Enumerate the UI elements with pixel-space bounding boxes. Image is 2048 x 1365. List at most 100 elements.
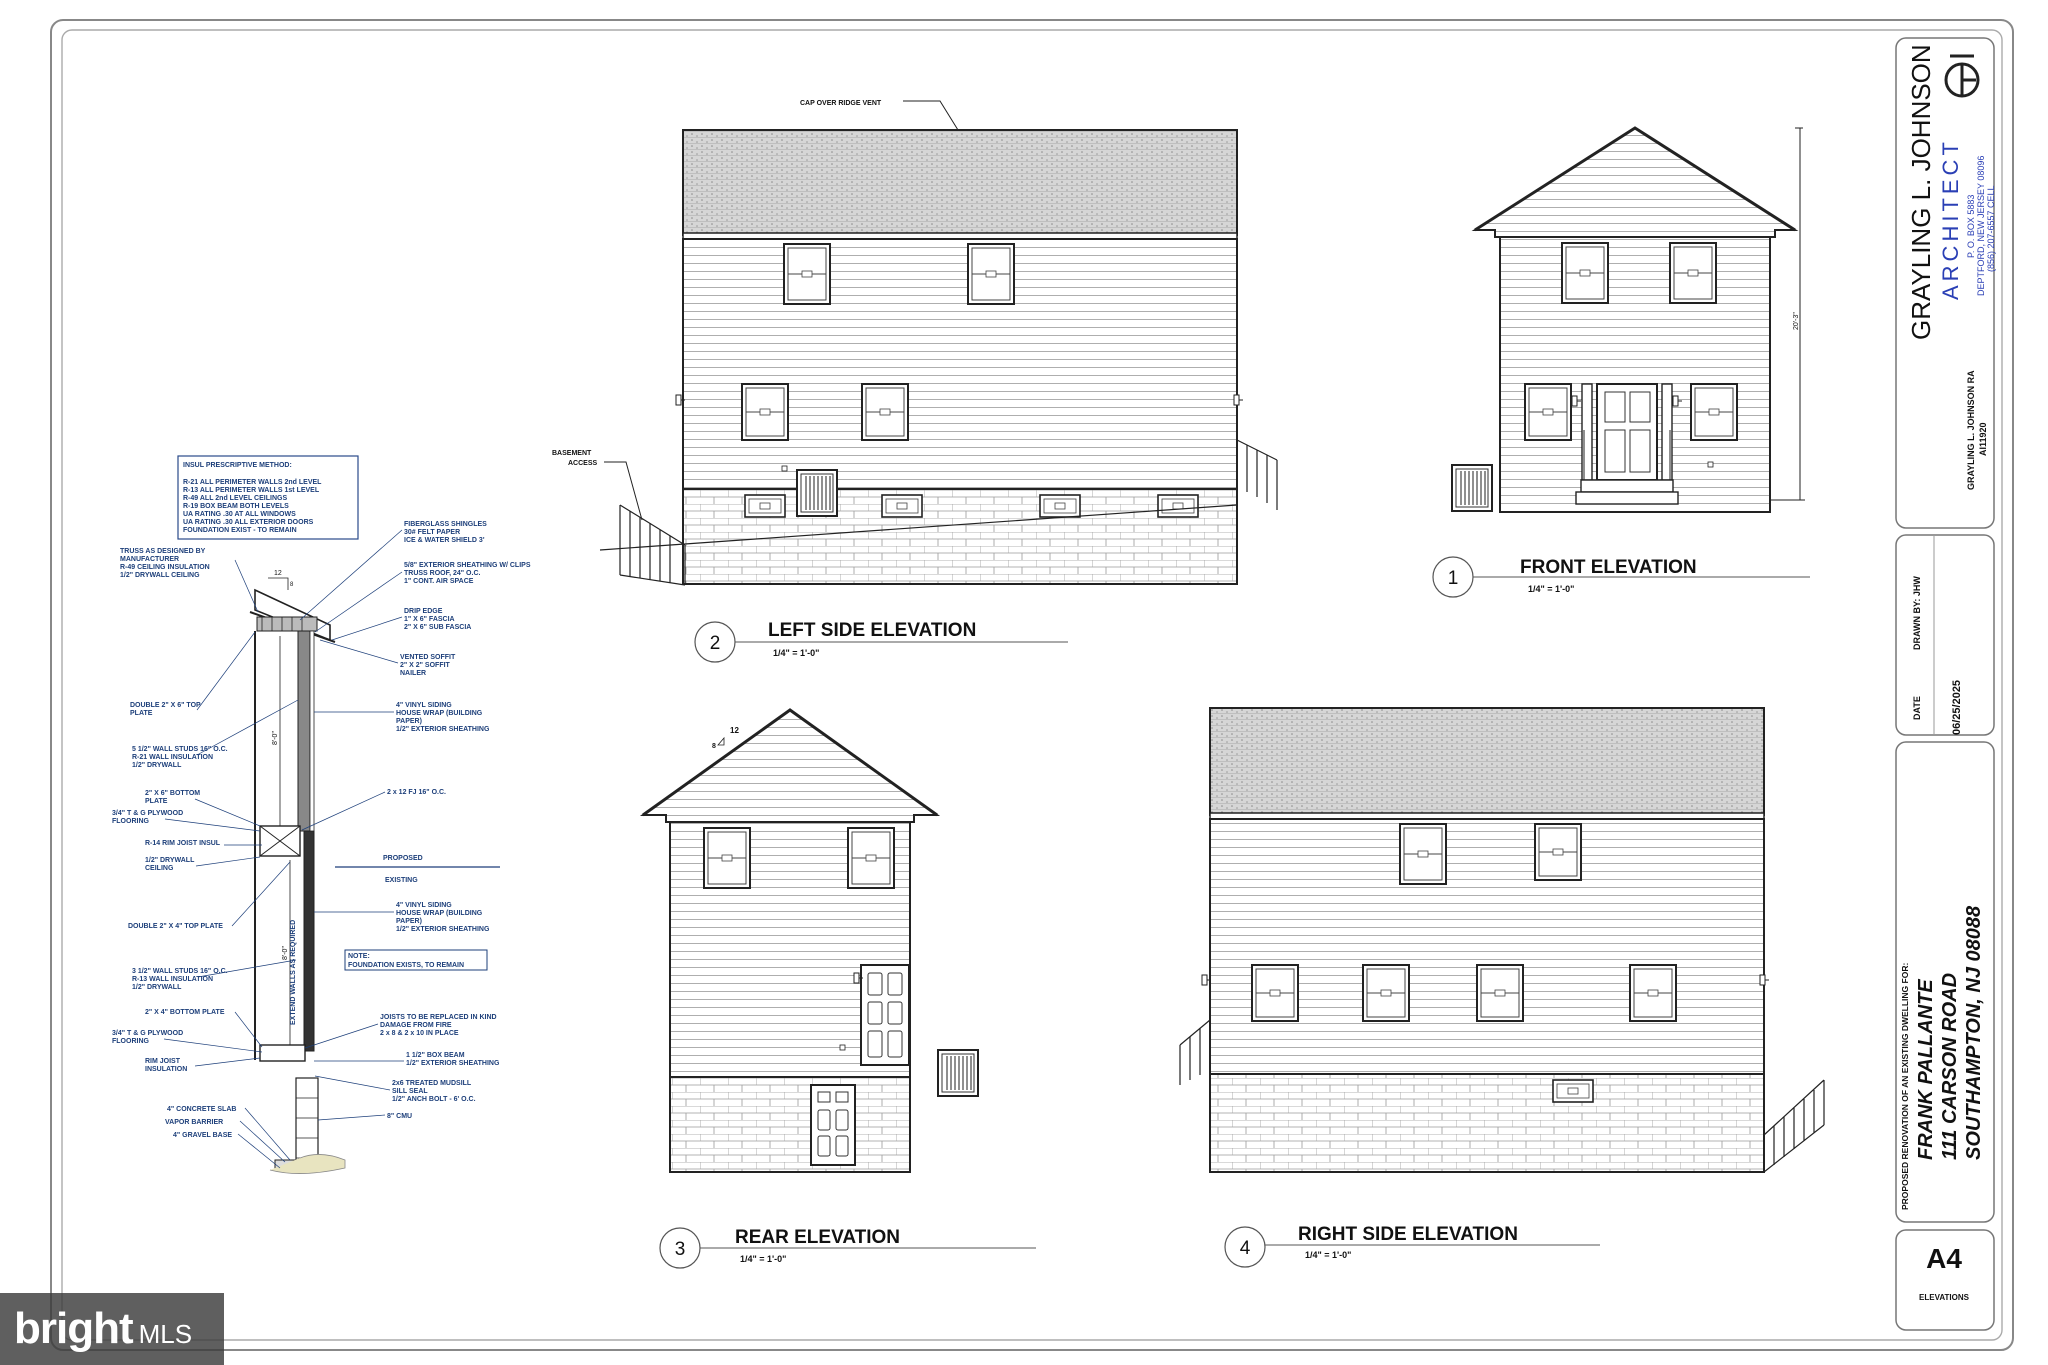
right-note-9b: 1/2" EXTERIOR SHEATHING	[406, 1060, 500, 1067]
right-note-4b: 2" X 2" SOFFIT	[400, 662, 451, 669]
left-note-1c: R-49 CEILING INSULATION	[120, 564, 210, 571]
left-note-8: DOUBLE 2" X 4" TOP PLATE	[128, 923, 223, 930]
left-note-1a: TRUSS AS DESIGNED BY	[120, 548, 206, 555]
left-note-6: R-14 RIM JOIST INSUL	[145, 840, 221, 847]
elevation-title-text-3: REAR ELEVATION	[735, 1227, 900, 1248]
height-dimension: 20'-3"	[1793, 312, 1800, 330]
right-note-2a: 5/8" EXTERIOR SHEATHING W/ CLIPS	[404, 562, 531, 569]
right-note-5d: 1/2" EXTERIOR SHEATHING	[396, 726, 490, 733]
right-note-1c: ICE & WATER SHIELD 3'	[404, 537, 485, 544]
elevation-scale-1: 1/4" = 1'-0"	[1528, 584, 1574, 594]
architect-name: GRAYLING L. JOHNSON	[1906, 44, 1936, 340]
left-note-1b: MANUFACTURER	[120, 556, 179, 563]
right-note-7b: HOUSE WRAP (BUILDING	[396, 910, 483, 917]
elevation-title-text-1: FRONT ELEVATION	[1520, 557, 1697, 578]
left-note-10: 2" X 4" BOTTOM PLATE	[145, 1009, 225, 1016]
right-note-1b: 30# FELT PAPER	[404, 529, 460, 536]
insulation-schedule: INSUL PRESCRIPTIVE METHOD: R-21 ALL PERI…	[177, 455, 359, 540]
left-note-7b: CEILING	[145, 865, 174, 872]
pitch-12: 12	[730, 726, 739, 735]
sheet-title: ELEVATIONS	[1919, 1293, 1970, 1302]
cap-ridge-note: CAP OVER RIDGE VENT	[800, 100, 882, 107]
right-note-3c: 2" X 6" SUB FASCIA	[404, 624, 471, 631]
architect-address-1: P. O. BOX 5883	[1966, 195, 1976, 258]
left-note-1d: 1/2" DRYWALL CEILING	[120, 572, 200, 579]
left-note-11b: FLOORING	[112, 1038, 149, 1045]
project-description: PROPOSED RENOVATION OF AN EXISTING DWELL…	[1900, 963, 1910, 1210]
architect-phone: (856) 207-6557 CELL	[1986, 185, 1996, 272]
project-street: 111 CARSON ROAD	[1939, 973, 1961, 1160]
right-note-4c: NAILER	[400, 670, 426, 677]
section-right-notes: FIBERGLASS SHINGLES 30# FELT PAPER ICE &…	[380, 521, 531, 1120]
left-note-12a: RIM JOIST	[145, 1058, 181, 1065]
elevation-title-text-4: RIGHT SIDE ELEVATION	[1298, 1224, 1518, 1245]
project-city: SOUTHAMPTON, NJ 08088	[1963, 905, 1985, 1160]
right-note-6: 2 x 12 FJ 16" O.C.	[387, 789, 446, 796]
date-value: 06/25/2025	[1951, 680, 1963, 735]
left-note-13: 4" CONCRETE SLAB	[167, 1106, 236, 1113]
inner-border	[61, 29, 2003, 1341]
dim-upper: 8'-0"	[272, 731, 279, 745]
left-note-11a: 3/4" T & G PLYWOOD	[112, 1030, 183, 1037]
right-note-7a: 4" VINYL SIDING	[396, 902, 452, 909]
wall-section-drawing: 8'-0" 8'-0" EXTEND WALLS AS REQUIRED 12 …	[112, 521, 531, 1174]
right-note-5b: HOUSE WRAP (BUILDING	[396, 710, 483, 717]
left-note-4b: PLATE	[145, 798, 168, 805]
elevation-number-4: 4	[1240, 1238, 1251, 1259]
right-note-10b: SILL SEAL	[392, 1088, 428, 1095]
elevation-title-4: 4 RIGHT SIDE ELEVATION 1/4" = 1'-0"	[1224, 1224, 1600, 1268]
dim-lower: 8'-0"	[282, 946, 289, 960]
section-pitch-12: 12	[274, 570, 282, 577]
right-note-2b: TRUSS ROOF, 24" O.C.	[404, 570, 480, 577]
left-note-2b: PLATE	[130, 710, 153, 717]
insulation-line-2: R-13 ALL PERIMETER WALLS 1st LEVEL	[183, 487, 320, 494]
right-note-1a: FIBERGLASS SHINGLES	[404, 521, 487, 528]
client-name: FRANK PALLANTE	[1915, 979, 1937, 1160]
right-side-elevation-drawing	[1179, 707, 1825, 1173]
right-note-5c: PAPER)	[396, 718, 422, 725]
drawn-by: DRAWN BY: JHW	[1912, 576, 1922, 650]
left-note-14: VAPOR BARRIER	[165, 1119, 223, 1126]
elevation-scale-2: 1/4" = 1'-0"	[773, 648, 819, 658]
elevation-number-1: 1	[1448, 568, 1459, 589]
right-note-5a: 4" VINYL SIDING	[396, 702, 452, 709]
left-note-9c: 1/2" DRYWALL	[132, 984, 182, 991]
left-note-3a: 5 1/2" WALL STUDS 16" O.C.	[132, 746, 228, 753]
left-note-2a: DOUBLE 2" X 6" TOP	[130, 702, 201, 709]
front-elevation-drawing: 20'-3"	[1451, 126, 1805, 513]
right-note-8a: JOISTS TO BE REPLACED IN KIND	[380, 1014, 497, 1021]
right-note-4a: VENTED SOFFIT	[400, 654, 456, 661]
outer-border	[50, 19, 2014, 1351]
bright-mls-watermark: bright MLS	[0, 1293, 224, 1365]
title-block: GRAYLING L. JOHNSON ARCHITECT P. O. BOX …	[1895, 37, 1996, 1331]
right-note-8b: DAMAGE FROM FIRE	[380, 1022, 452, 1029]
extend-walls-note: EXTEND WALLS AS REQUIRED	[290, 920, 297, 1025]
architect-logo-icon	[1944, 54, 1980, 98]
left-note-4a: 2" X 6" BOTTOM	[145, 790, 200, 797]
left-note-7a: 1/2" DRYWALL	[145, 857, 195, 864]
left-note-5a: 3/4" T & G PLYWOOD	[112, 810, 183, 817]
right-note-3a: DRIP EDGE	[404, 608, 443, 615]
date-label: DATE	[1912, 696, 1922, 720]
license-number: AI11920	[1978, 422, 1988, 456]
pitch-8: 8	[712, 743, 716, 750]
section-left-notes: TRUSS AS DESIGNED BY MANUFACTURER R-49 C…	[112, 548, 236, 1139]
left-side-elevation-drawing: CAP OVER RIDGE VENT	[552, 100, 1278, 586]
right-note-8c: 2 x 8 & 2 x 10 IN PLACE	[380, 1030, 459, 1037]
elevation-scale-4: 1/4" = 1'-0"	[1305, 1250, 1351, 1260]
insulation-line-4: R-19 BOX BEAM BOTH LEVELS	[183, 503, 289, 510]
left-note-9a: 3 1/2" WALL STUDS 16" O.C.	[132, 968, 228, 975]
watermark-brand: bright	[14, 1304, 134, 1353]
section-pitch-8: 8	[290, 582, 294, 588]
left-note-3b: R-21 WALL INSULATION	[132, 754, 213, 761]
right-note-3b: 1" X 6" FASCIA	[404, 616, 455, 623]
elevation-title-text-2: LEFT SIDE ELEVATION	[768, 620, 976, 641]
right-note-10c: 1/2" ANCH BOLT - 6' O.C.	[392, 1096, 476, 1103]
basement-access-note-2: ACCESS	[568, 460, 598, 467]
elevation-title-1: 1 FRONT ELEVATION 1/4" = 1'-0"	[1432, 556, 1810, 598]
left-note-12b: INSULATION	[145, 1066, 187, 1073]
left-note-15: 4" GRAVEL BASE	[173, 1132, 232, 1139]
rear-elevation-drawing: 12 8	[639, 708, 979, 1173]
elevation-title-3: 3 REAR ELEVATION 1/4" = 1'-0"	[659, 1227, 1036, 1269]
basement-access-note: BASEMENT	[552, 450, 592, 457]
